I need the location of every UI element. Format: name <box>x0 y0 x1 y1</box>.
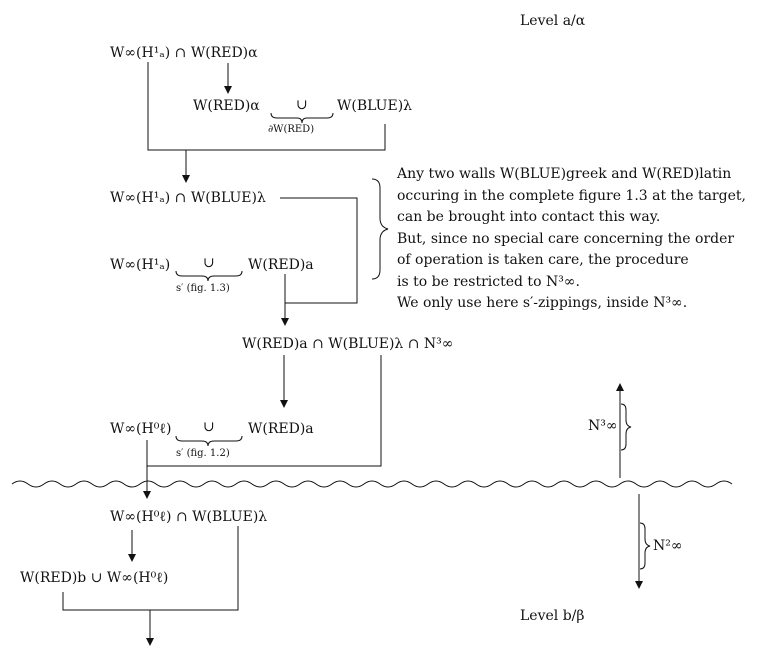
note-line: We only use here s′-zippings, inside N³∞… <box>397 295 688 311</box>
node-n2-brace-label: ∂W(RED) <box>268 124 315 135</box>
note-line: can be brought into contact this way. <box>397 209 661 225</box>
side-label-n3: N³∞ <box>588 418 618 434</box>
note-line: of operation is taken care, the procedur… <box>397 252 689 268</box>
level-bottom-label: Level b/β <box>520 608 585 624</box>
connector-n3-n5 <box>280 197 358 304</box>
node-n2-left: W(RED)α <box>193 98 260 114</box>
node-n6-cup: ∪ <box>203 419 215 435</box>
node-n4-left: W∞(H¹ₐ) <box>110 257 171 273</box>
node-n1: W∞(H¹ₐ) ∩ W(RED)α <box>110 45 258 61</box>
node-n5: W(RED)a ∩ W(BLUE)λ ∩ N³∞ <box>242 336 454 352</box>
note-brace <box>371 178 389 280</box>
underbrace-n4 <box>175 270 243 282</box>
connector-n1-n3 <box>147 62 386 151</box>
level-top-label: Level a/α <box>520 13 586 29</box>
note-line: Any two walls W(BLUE)greek and W(RED)lat… <box>397 166 732 182</box>
brace-n2 <box>639 522 651 570</box>
note-line: But, since no special care concerning th… <box>397 230 735 247</box>
node-n4-cup: ∪ <box>203 255 215 271</box>
node-n3: W∞(H¹ₐ) ∩ W(BLUE)λ <box>110 190 266 206</box>
node-n2-cup: ∪ <box>296 97 308 113</box>
node-n7: W∞(H⁰ℓ) ∩ W(BLUE)λ <box>110 509 268 525</box>
node-n6-right: W(RED)a <box>248 421 314 437</box>
brace-n3 <box>620 403 632 451</box>
node-n4-brace-label: s′ (fig. 1.3) <box>176 283 230 294</box>
wavy-boundary <box>11 480 733 488</box>
node-n6-brace-label: s′ (fig. 1.2) <box>176 448 230 459</box>
node-n6-left: W∞(H⁰ℓ) <box>110 421 172 437</box>
side-label-n2: N²∞ <box>653 538 683 554</box>
note-line: occuring in the complete figure 1.3 at t… <box>397 187 746 204</box>
node-n4-right: W(RED)a <box>248 257 314 273</box>
explanation-note: Any two walls W(BLUE)greek and W(RED)lat… <box>397 164 757 315</box>
note-line: is to be restricted to N³∞. <box>397 273 580 290</box>
connector-n5-n7 <box>147 355 382 467</box>
underbrace-n2 <box>270 112 334 124</box>
node-n2-right: W(BLUE)λ <box>337 98 413 114</box>
connector-n8-out <box>62 526 239 611</box>
underbrace-n6 <box>175 435 243 447</box>
node-n8: W(RED)b ∪ W∞(H⁰ℓ) <box>20 570 169 586</box>
